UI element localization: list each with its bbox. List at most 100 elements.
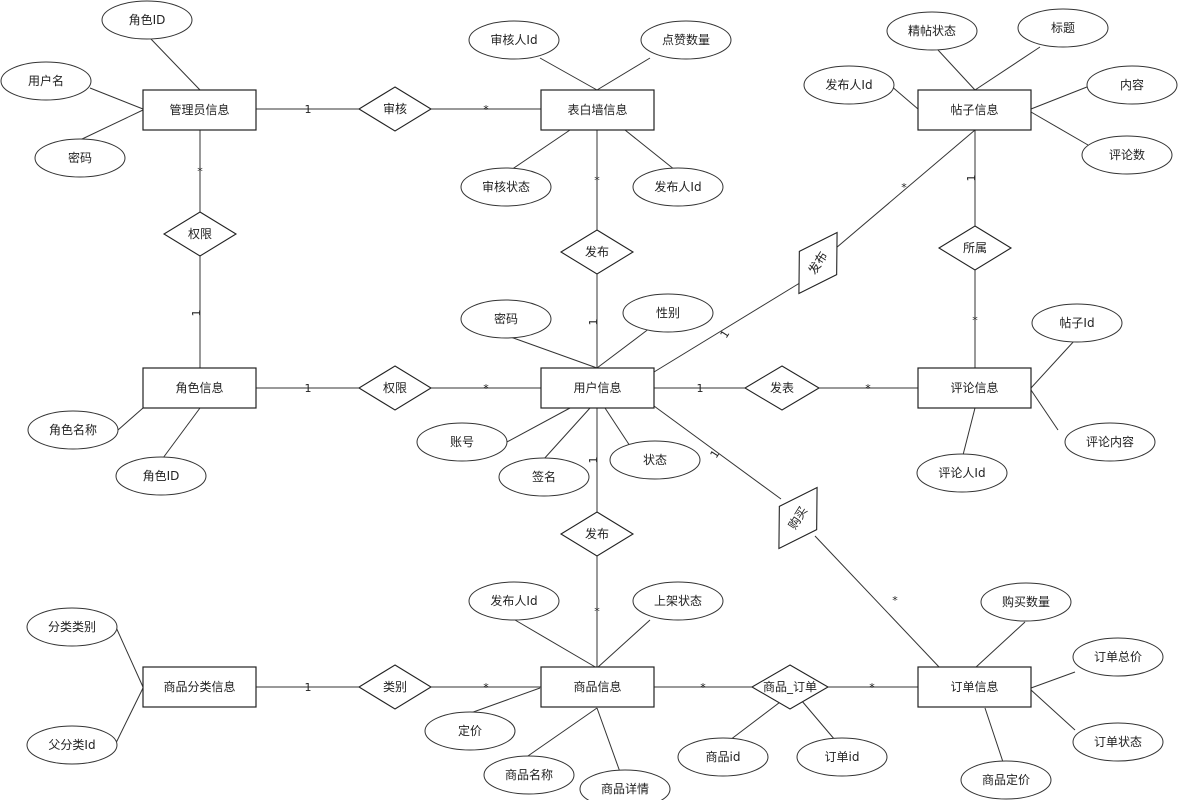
attribute-role-id[interactable]: 角色ID [115, 456, 207, 496]
attribute-user-password[interactable]: 密码 [460, 299, 552, 339]
attribute-order-status-label: 订单状态 [1094, 735, 1142, 749]
entity-goods[interactable]: 商品信息 [540, 666, 655, 708]
attribute-wall-likes[interactable]: 点赞数量 [640, 20, 732, 60]
attribute-category-type-label: 分类类别 [48, 620, 96, 634]
entity-category[interactable]: 商品分类信息 [142, 666, 257, 708]
attribute-goods-order-goods-id[interactable]: 商品id [677, 737, 769, 777]
attribute-order-quantity-label: 购买数量 [1002, 594, 1050, 609]
attribute-goods-name[interactable]: 商品名称 [483, 755, 575, 795]
attribute-goods-publisher-id-label: 发布人Id [490, 593, 537, 608]
entity-post[interactable]: 帖子信息 [917, 89, 1032, 131]
attribute-order-total-price-label: 订单总价 [1094, 650, 1142, 664]
relationship-publish-goods-label: 发布 [585, 526, 609, 541]
attribute-order-status[interactable]: 订单状态 [1072, 722, 1164, 762]
cardinality-label: 1 [708, 448, 723, 461]
attribute-user-signature[interactable]: 签名 [498, 457, 590, 497]
attribute-post-featured-status-label: 精帖状态 [908, 23, 956, 38]
attribute-order-goods-price-label: 商品定价 [982, 772, 1030, 787]
attribute-user-password-label: 密码 [494, 311, 518, 326]
attribute-goods-detail[interactable]: 商品详情 [579, 769, 671, 800]
attribute-order-quantity[interactable]: 购买数量 [980, 582, 1072, 622]
attribute-post-publisher-id[interactable]: 发布人Id [803, 65, 895, 105]
attribute-goods-order-order-id-label: 订单id [825, 750, 860, 764]
attribute-role-id-label: 角色ID [143, 469, 180, 483]
cardinality-label: * [594, 174, 600, 187]
attribute-post-featured-status[interactable]: 精帖状态 [886, 11, 978, 51]
relationship-audit[interactable]: 审核 [357, 86, 433, 132]
relationship-permission-admin-role-label: 权限 [188, 227, 212, 241]
attribute-admin-username[interactable]: 用户名 [0, 61, 92, 101]
attribute-post-comment-count[interactable]: 评论数 [1081, 135, 1173, 175]
attribute-role-name-label: 角色名称 [49, 422, 97, 437]
attribute-admin-role-id[interactable]: 角色ID [101, 0, 193, 40]
attribute-user-account[interactable]: 账号 [416, 422, 508, 462]
entity-admin-label: 管理员信息 [169, 102, 229, 117]
relationship-publish-wall-label: 发布 [585, 244, 609, 259]
attribute-wall-auditor-id-label: 审核人Id [490, 32, 537, 47]
relationship-comment[interactable]: 发表 [743, 365, 821, 411]
entity-order-label: 订单信息 [950, 679, 998, 694]
attribute-user-account-label: 账号 [450, 435, 474, 449]
attribute-goods-price[interactable]: 定价 [424, 711, 516, 751]
attribute-order-goods-price[interactable]: 商品定价 [960, 760, 1052, 800]
relationship-category[interactable]: 类别 [357, 664, 433, 710]
relationship-goods-order[interactable]: 商品_订单 [750, 664, 830, 710]
attribute-wall-audit-status-label: 审核状态 [482, 179, 530, 194]
cardinality-label: 1 [718, 328, 733, 341]
attribute-post-title[interactable]: 标题 [1017, 8, 1109, 48]
attribute-category-parent-id[interactable]: 父分类Id [26, 725, 118, 765]
entity-post-label: 帖子信息 [950, 102, 998, 117]
relationship-goods-order-label: 商品_订单 [763, 679, 817, 694]
connection-lines [79, 37, 1093, 773]
entity-admin[interactable]: 管理员信息 [142, 89, 257, 131]
cardinality-markers: 1 * * 1 1 * * 1 1 * 1 * 1 * 1 * 1 * 1 * … [190, 103, 978, 694]
cardinality-label: 1 [190, 310, 203, 317]
attribute-user-status[interactable]: 状态 [609, 440, 701, 480]
entity-role[interactable]: 角色信息 [142, 367, 257, 409]
attribute-order-total-price[interactable]: 订单总价 [1072, 637, 1164, 677]
relationship-audit-label: 审核 [383, 101, 407, 116]
attribute-comment-author-id[interactable]: 评论人Id [916, 453, 1008, 493]
relationship-belong[interactable]: 所属 [937, 225, 1013, 271]
attribute-user-signature-label: 签名 [532, 469, 556, 484]
attribute-user-status-label: 状态 [643, 453, 667, 467]
cardinality-label: * [700, 681, 706, 694]
cardinality-label: * [869, 681, 875, 694]
entity-user[interactable]: 用户信息 [540, 367, 655, 409]
entity-comment[interactable]: 评论信息 [917, 367, 1032, 409]
attribute-wall-auditor-id[interactable]: 审核人Id [468, 20, 560, 60]
relationship-permission-role-user[interactable]: 权限 [357, 365, 433, 411]
cardinality-label: 1 [305, 681, 312, 694]
attribute-wall-publisher-id-label: 发布人Id [654, 179, 701, 194]
cardinality-label: * [901, 181, 907, 194]
attribute-goods-order-order-id[interactable]: 订单id [796, 737, 888, 777]
attribute-comment-content[interactable]: 评论内容 [1064, 422, 1156, 462]
attribute-admin-password[interactable]: 密码 [34, 138, 126, 178]
cardinality-label: * [972, 314, 978, 327]
entity-comment-label: 评论信息 [950, 380, 998, 395]
entity-wall[interactable]: 表白墙信息 [540, 89, 655, 131]
attribute-role-name[interactable]: 角色名称 [27, 410, 119, 450]
cardinality-label: * [892, 594, 898, 607]
attribute-user-gender-label: 性别 [656, 306, 680, 320]
attribute-post-content[interactable]: 内容 [1086, 65, 1178, 105]
attribute-wall-likes-label: 点赞数量 [662, 32, 710, 47]
relationship-belong-label: 所属 [963, 241, 987, 255]
relationship-publish-post[interactable]: 发布 [780, 221, 855, 305]
attribute-comment-post-id[interactable]: 帖子Id [1031, 303, 1123, 343]
relationship-buy[interactable]: 购买 [760, 476, 835, 560]
attribute-post-content-label: 内容 [1120, 77, 1144, 92]
cardinality-label: 1 [305, 103, 312, 116]
attribute-goods-publisher-id[interactable]: 发布人Id [468, 581, 560, 621]
cardinality-label: 1 [697, 382, 704, 395]
cardinality-label: 1 [587, 319, 600, 326]
attribute-user-gender[interactable]: 性别 [622, 293, 714, 333]
attribute-wall-publisher-id[interactable]: 发布人Id [632, 167, 724, 207]
relationship-publish-wall[interactable]: 发布 [559, 229, 635, 275]
attribute-goods-shelf-status[interactable]: 上架状态 [632, 581, 724, 621]
relationship-permission-admin-role[interactable]: 权限 [162, 211, 238, 257]
entity-order[interactable]: 订单信息 [917, 666, 1032, 708]
attribute-wall-audit-status[interactable]: 审核状态 [460, 167, 552, 207]
attribute-category-type[interactable]: 分类类别 [26, 607, 118, 647]
relationship-publish-goods[interactable]: 发布 [559, 511, 635, 557]
